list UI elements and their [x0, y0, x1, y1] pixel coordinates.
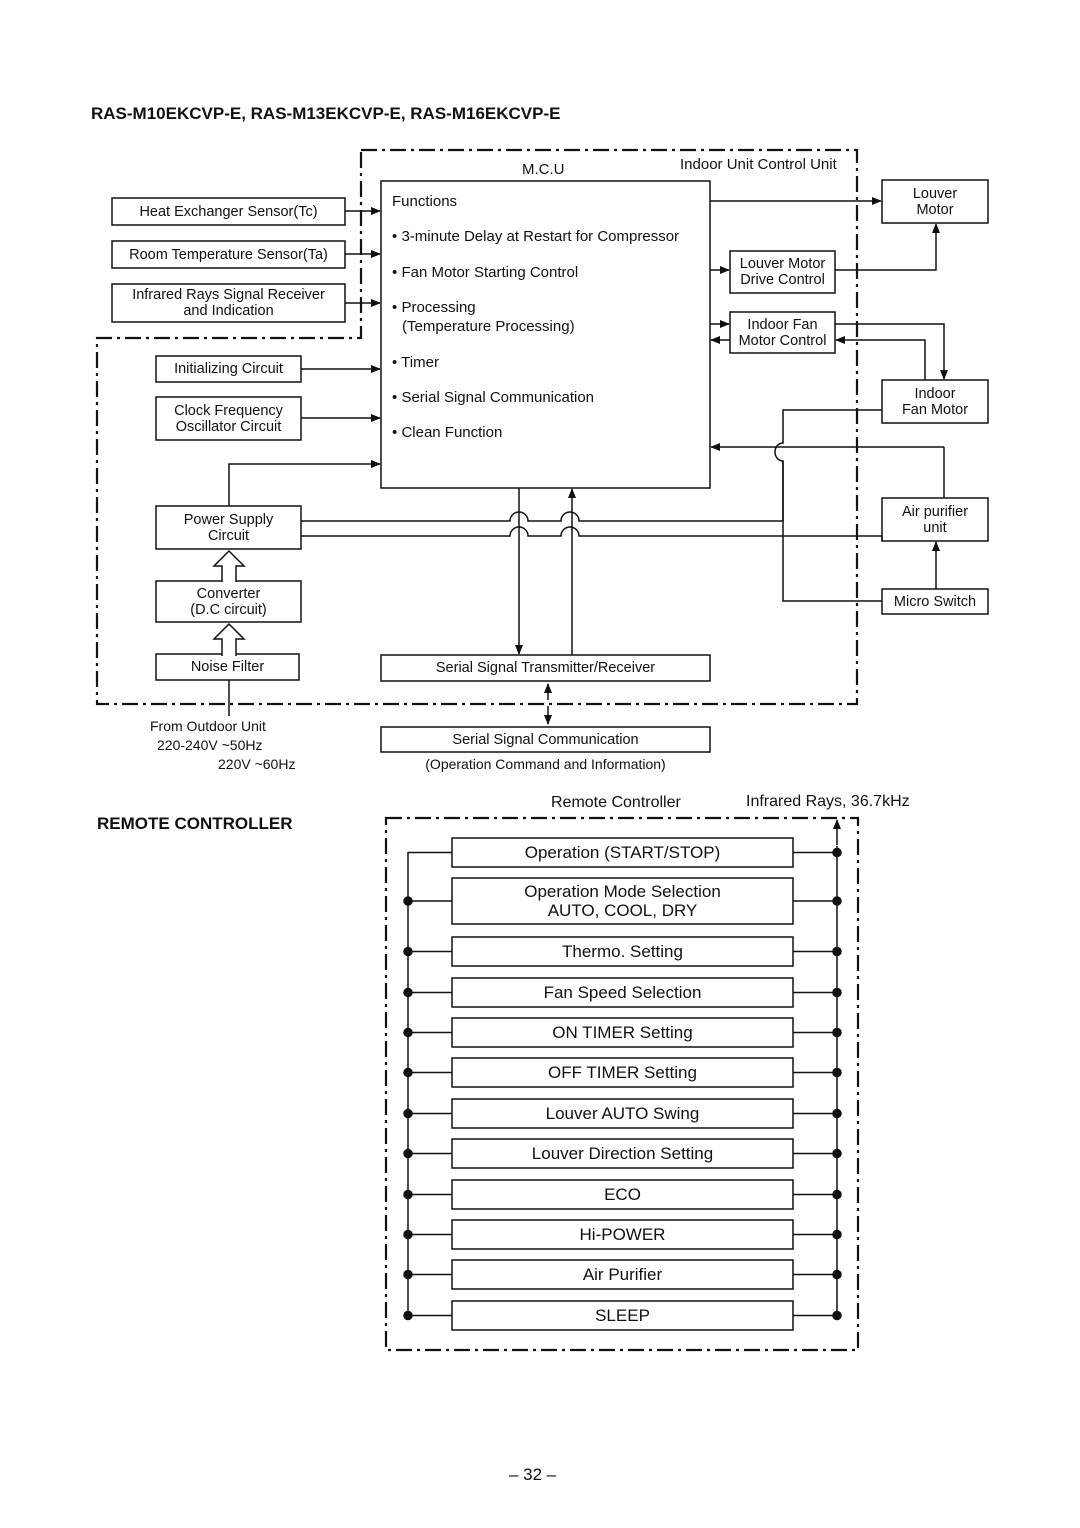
remote-left-node: [403, 1229, 413, 1240]
page-number: – 32 –: [509, 1465, 557, 1484]
remote-section-title: REMOTE CONTROLLER: [97, 814, 293, 833]
remote-function-label: Louver Direction Setting: [531, 1144, 714, 1163]
mcu-label: M.C.U: [522, 161, 565, 178]
remote-function: Louver AUTO Swing: [452, 1099, 793, 1128]
page-title: RAS-M10EKCVP-E, RAS-M13EKCVP-E, RAS-M16E…: [91, 104, 561, 123]
remote-controller-label: Remote Controller: [551, 794, 681, 811]
remote-left-node: [403, 896, 413, 906]
mcu-function-item: • Processing: [392, 299, 476, 316]
remote-left-node: [403, 946, 413, 957]
remote-function: OFF TIMER Setting: [452, 1058, 793, 1087]
micro-switch: Micro Switch: [893, 593, 977, 610]
mcu-function-item: • Timer: [392, 354, 439, 371]
remote-right-node: [832, 1148, 842, 1159]
outdoor-voltage-50hz: 220-240V ~50Hz: [157, 737, 263, 753]
remote-right-node: [832, 1027, 842, 1038]
serial-transmitter-receiver: Serial Signal Transmitter/Receiver: [435, 660, 656, 676]
remote-left-node: [403, 987, 413, 998]
remote-function: ON TIMER Setting: [452, 1018, 793, 1047]
remote-left-node: [403, 1027, 413, 1038]
remote-function: Operation (START/STOP): [452, 838, 793, 867]
indoor-unit-boundary: [95, 148, 859, 706]
louver-drive-box: [729, 250, 836, 294]
remote-function: ECO: [452, 1180, 793, 1209]
noise-filter: Noise Filter: [190, 659, 265, 675]
converter: Converter(D.C circuit): [190, 585, 267, 618]
remote-left-node: [403, 1108, 413, 1119]
functions-title: Functions: [392, 193, 458, 210]
remote-function-label: Operation (START/STOP): [524, 843, 721, 862]
remote-function-label: Operation Mode Selection: [524, 882, 721, 901]
serial-comm-caption: (Operation Command and Information): [425, 756, 666, 772]
remote-function-label: Hi-POWER: [579, 1225, 666, 1244]
remote-function-label: ON TIMER Setting: [552, 1023, 693, 1042]
remote-function-label: Louver AUTO Swing: [545, 1104, 700, 1123]
outdoor-source-label: From Outdoor Unit: [150, 718, 266, 734]
remote-right-node: [832, 946, 842, 957]
remote-right-node: [832, 1229, 842, 1240]
remote-left-node: [403, 1310, 413, 1321]
remote-function: Fan Speed Selection: [452, 978, 793, 1007]
fan-control-box: [729, 311, 836, 354]
infrared-rays-label: Infrared Rays, 36.7kHz: [746, 793, 910, 810]
remote-function: Thermo. Setting: [452, 937, 793, 966]
indoor-fan-motor-box: [881, 379, 989, 424]
remote-right-node: [832, 1067, 842, 1078]
remote-right-node: [832, 1310, 842, 1321]
remote-boundary: [384, 816, 860, 1352]
mcu-function-item: • Fan Motor Starting Control: [392, 264, 579, 281]
remote-right-node: [832, 1269, 842, 1280]
serial-comm-box: [380, 726, 711, 753]
init-circuit: Initializing Circuit: [174, 361, 283, 377]
remote-left-node: [403, 1269, 413, 1280]
remote-function-label: ECO: [604, 1185, 641, 1204]
mcu-function-item: • Serial Signal Communication: [392, 389, 595, 406]
outdoor-voltage-60hz: 220V ~60Hz: [218, 756, 296, 772]
indoor-unit-label: Indoor Unit Control Unit: [680, 156, 837, 173]
remote-right-node: [832, 896, 842, 906]
remote-function: Louver Direction Setting: [452, 1139, 793, 1168]
remote-function-label: Thermo. Setting: [562, 942, 683, 961]
remote-function: Hi-POWER: [452, 1220, 793, 1249]
heat-exchanger-sensor: Heat Exchanger Sensor(Tc): [139, 203, 318, 220]
mcu-function-item: • Clean Function: [392, 424, 503, 441]
remote-function-label: Air Purifier: [582, 1265, 663, 1284]
remote-right-node: [832, 987, 842, 998]
remote-function: SLEEP: [452, 1301, 793, 1330]
serial-tr-box: [380, 654, 711, 682]
mcu-function-subitem: (Temperature Processing): [402, 318, 575, 335]
room-temp-sensor: Room Temperature Sensor(Ta): [129, 246, 328, 263]
remote-right-node: [832, 1108, 842, 1119]
remote-left-node: [403, 1067, 413, 1078]
remote-right-node: [832, 1189, 842, 1200]
mcu-function-item: • 3-minute Delay at Restart for Compress…: [392, 228, 680, 245]
mcu-box: [380, 180, 711, 489]
remote-function-label: SLEEP: [595, 1306, 650, 1325]
remote-function: Air Purifier: [452, 1260, 793, 1289]
remote-function-label: Fan Speed Selection: [543, 983, 702, 1002]
remote-left-node: [403, 1189, 413, 1200]
serial-signal-communication: Serial Signal Communication: [452, 731, 639, 748]
remote-function-label: OFF TIMER Setting: [548, 1063, 697, 1082]
remote-right-node: [832, 847, 842, 858]
remote-function-label: AUTO, COOL, DRY: [547, 901, 698, 920]
remote-left-node: [403, 1148, 413, 1159]
